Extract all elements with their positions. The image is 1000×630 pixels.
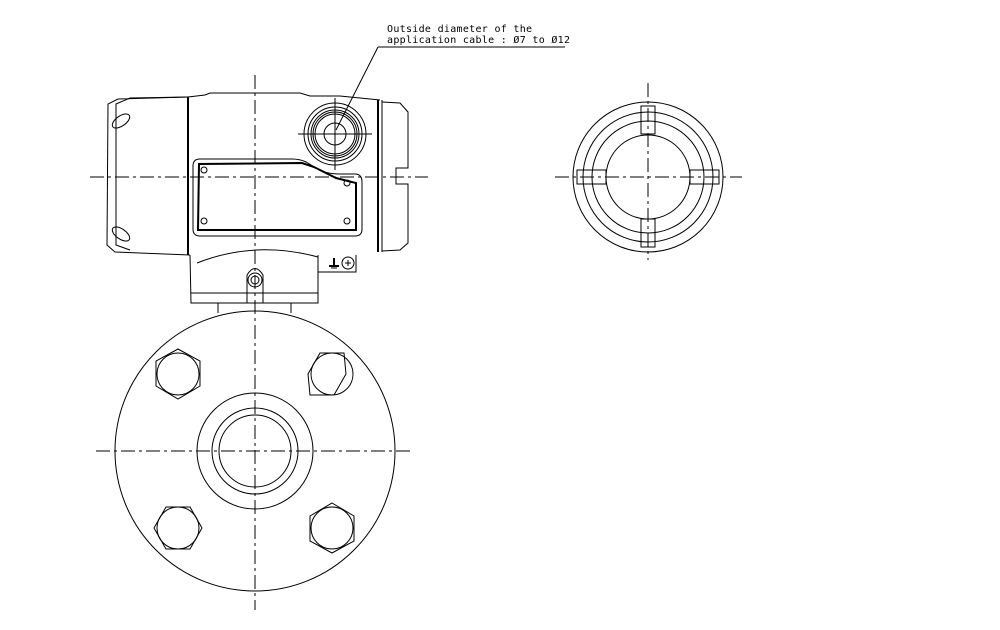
flange-bolt: [309, 502, 355, 554]
cable-diameter-note-line1: Outside diameter of the: [387, 24, 533, 35]
cable-diameter-note-line2: application cable : Ø7 to Ø12: [387, 35, 571, 46]
transmitter-housing: [90, 75, 428, 310]
cable-gland-end-view: [555, 83, 742, 260]
flange-bolt: [307, 352, 354, 396]
flange-bolt: [155, 348, 201, 400]
cable-entry: [298, 98, 372, 170]
flange-bolt: [153, 506, 203, 550]
annotation-leader: [335, 46, 565, 131]
ground-terminal: [317, 255, 357, 273]
process-flange: [96, 300, 414, 610]
